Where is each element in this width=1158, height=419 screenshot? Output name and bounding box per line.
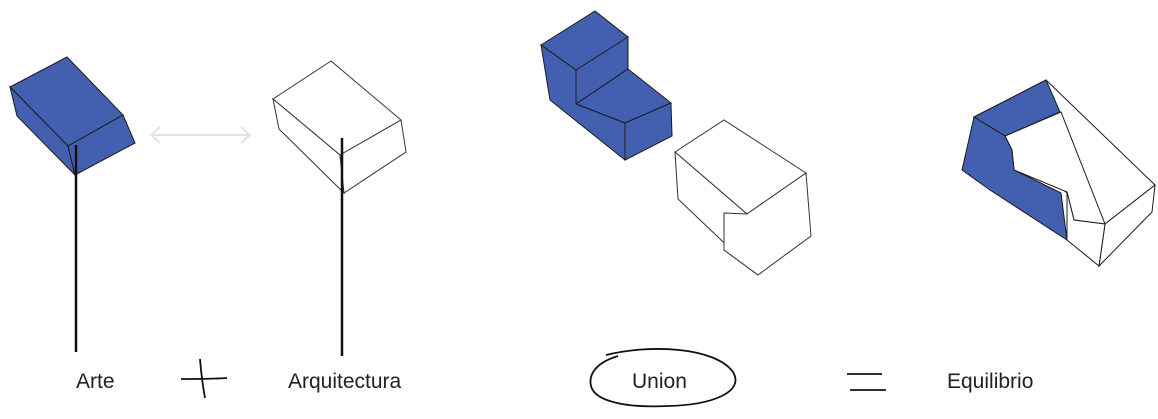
equals-icon [847, 373, 886, 391]
label-architecture: Arquitectura [288, 370, 402, 393]
architecture-box-icon [272, 60, 407, 195]
label-balance: Equilibrio [947, 370, 1034, 393]
art-box-icon [9, 56, 136, 177]
union-blue-block-icon [540, 10, 673, 162]
union-loop [589, 348, 737, 408]
union-white-block-icon [674, 119, 812, 276]
double-arrow-icon [149, 126, 252, 144]
label-union: Union [632, 370, 687, 393]
balance-block-icon [961, 79, 1156, 268]
plus-icon [180, 358, 228, 399]
label-art: Arte [76, 370, 115, 393]
